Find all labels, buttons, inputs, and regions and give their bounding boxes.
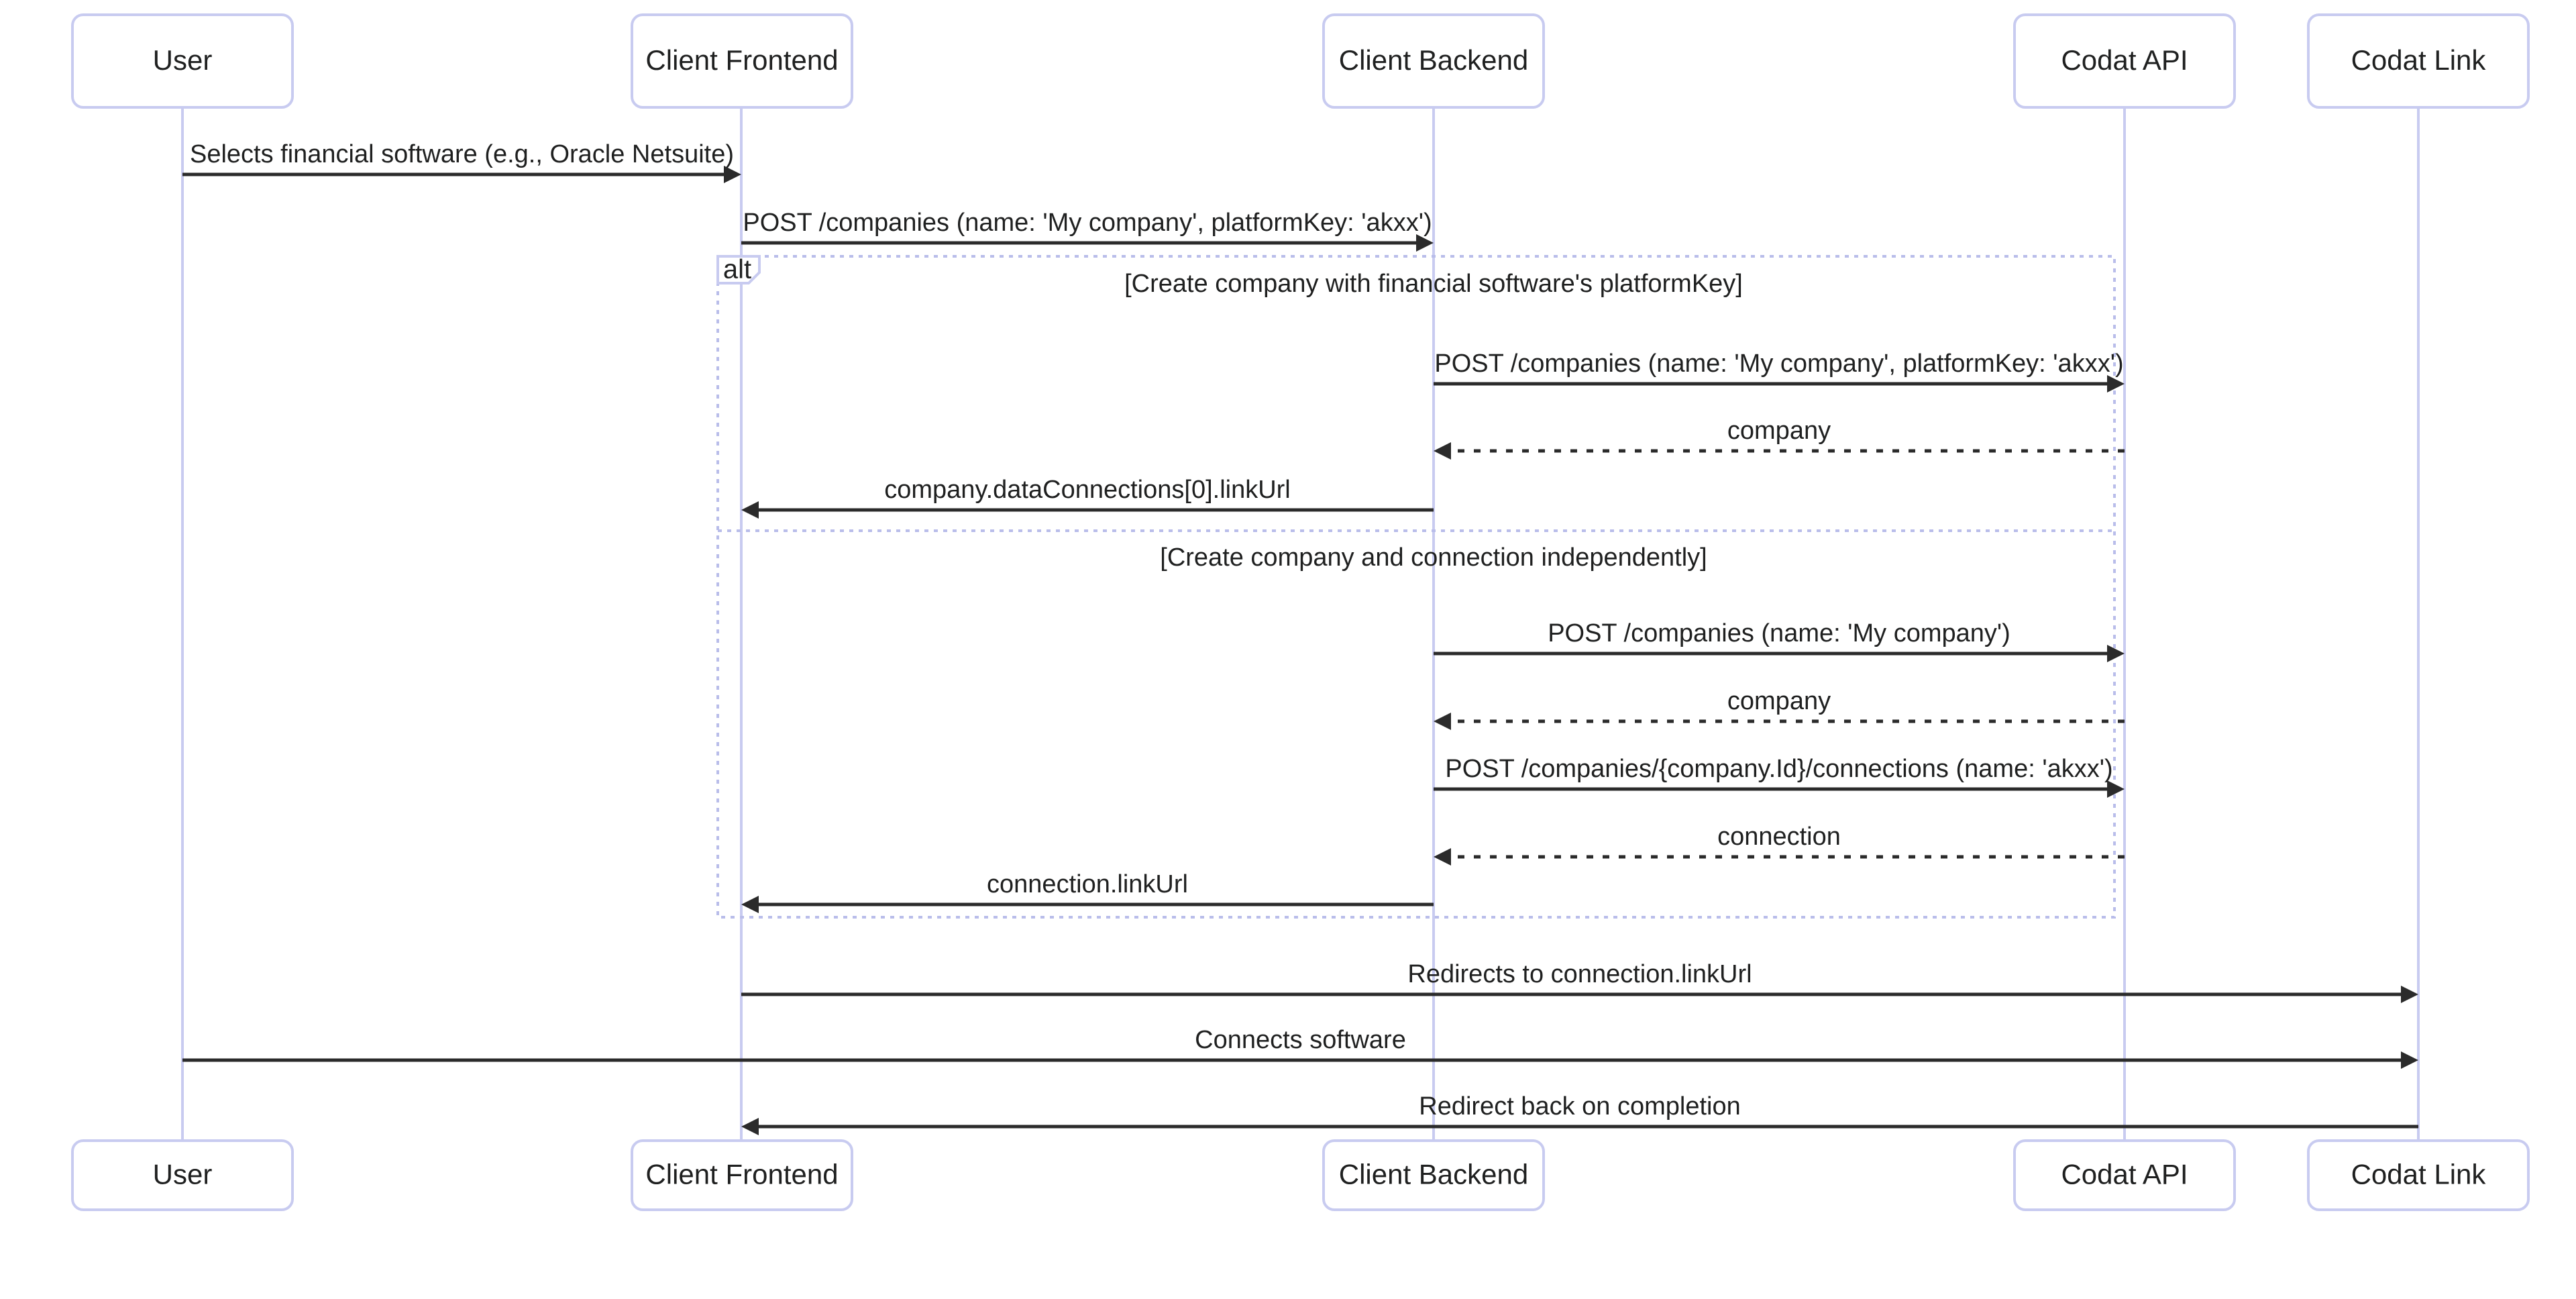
- actor-codat-link-bottom[interactable]: Codat Link: [2307, 1139, 2530, 1211]
- message-arrowhead-m11: [2401, 986, 2418, 1003]
- actor-box-codat-link[interactable]: [2307, 13, 2530, 109]
- messages-layer: Selects financial software (e.g., Oracle…: [182, 140, 2418, 1135]
- actor-box-codat-api[interactable]: [2013, 1139, 2236, 1211]
- message-arrowhead-m10: [741, 896, 759, 913]
- actor-boxes-bottom: User Client Frontend Client Backend Codat A…: [71, 1139, 2530, 1211]
- actor-box-client-frontend[interactable]: [631, 1139, 853, 1211]
- actor-client-backend-bottom[interactable]: Client Backend: [1322, 1139, 1545, 1211]
- actor-boxes-top: User Client Frontend Client Backend Codat A…: [71, 13, 2530, 109]
- lifelines-layer: [181, 107, 2420, 1141]
- actor-label-client-backend: Client Backend: [1339, 1159, 1529, 1190]
- message-label-m6: POST /companies (name: 'My company'): [1548, 619, 2010, 647]
- message-m7: company: [1434, 687, 2125, 730]
- message-m8: POST /companies/{company.Id}/connections…: [1434, 755, 2125, 798]
- message-arrowhead-m2: [1416, 234, 1434, 252]
- actor-client-frontend-bottom[interactable]: Client Frontend: [631, 1139, 853, 1211]
- message-label-m9: connection: [1717, 823, 1841, 851]
- message-m4: company: [1434, 417, 2125, 460]
- message-arrowhead-m8: [2107, 780, 2125, 798]
- actor-user-top[interactable]: User: [71, 13, 294, 109]
- message-label-m3: POST /companies (name: 'My company', pla…: [1434, 350, 2123, 378]
- message-label-m7: company: [1727, 687, 1831, 715]
- message-m10: connection.linkUrl: [741, 870, 1434, 913]
- actor-codat-api-bottom[interactable]: Codat API: [2013, 1139, 2236, 1211]
- message-m6: POST /companies (name: 'My company'): [1434, 619, 2125, 662]
- message-arrowhead-m1: [724, 166, 741, 183]
- actor-box-codat-link[interactable]: [2307, 1139, 2530, 1211]
- actor-box-client-backend[interactable]: [1322, 1139, 1545, 1211]
- message-label-m4: company: [1727, 417, 1831, 445]
- message-m13: Redirect back on completion: [741, 1092, 2418, 1135]
- message-label-m10: connection.linkUrl: [987, 870, 1188, 898]
- actor-label-user: User: [153, 44, 213, 76]
- message-arrowhead-m13: [741, 1118, 759, 1135]
- message-arrowhead-m12: [2401, 1051, 2418, 1069]
- actor-box-codat-api[interactable]: [2013, 13, 2236, 109]
- actor-box-user[interactable]: [71, 1139, 294, 1211]
- message-label-m2: POST /companies (name: 'My company', pla…: [743, 209, 1432, 237]
- actor-client-frontend-top[interactable]: Client Frontend: [631, 13, 853, 109]
- message-m12: Connects software: [182, 1026, 2418, 1069]
- alt-block-frame: [716, 255, 2116, 919]
- actor-box-client-frontend[interactable]: [631, 13, 853, 109]
- actor-label-client-backend: Client Backend: [1339, 44, 1529, 76]
- message-label-m13: Redirect back on completion: [1419, 1092, 1740, 1121]
- actor-label-codat-api: Codat API: [2061, 44, 2188, 76]
- alt-condition-1: [Create company and connection independe…: [1160, 543, 1707, 572]
- message-arrowhead-m7: [1434, 713, 1451, 730]
- message-label-m11: Redirects to connection.linkUrl: [1407, 960, 1752, 988]
- actor-label-client-frontend: Client Frontend: [645, 1159, 838, 1190]
- message-m5: company.dataConnections[0].linkUrl: [741, 476, 1434, 519]
- alt-tab-shape: [716, 255, 761, 284]
- actor-box-client-backend[interactable]: [1322, 13, 1545, 109]
- message-arrowhead-m6: [2107, 645, 2125, 662]
- message-arrowhead-m5: [741, 501, 759, 519]
- actor-label-codat-link: Codat Link: [2351, 1159, 2487, 1190]
- alt-block-layer: alt [Create company with financial softwa…: [716, 255, 2116, 919]
- actor-label-user: User: [153, 1159, 213, 1190]
- message-arrowhead-m4: [1434, 442, 1451, 460]
- actor-label-codat-link: Codat Link: [2351, 44, 2487, 76]
- message-m2: POST /companies (name: 'My company', pla…: [741, 209, 1434, 252]
- message-arrowhead-m3: [2107, 375, 2125, 393]
- actor-label-codat-api: Codat API: [2061, 1159, 2188, 1190]
- message-label-m12: Connects software: [1195, 1026, 1406, 1054]
- actor-codat-api-top[interactable]: Codat API: [2013, 13, 2236, 109]
- actor-user-bottom[interactable]: User: [71, 1139, 294, 1211]
- message-m9: connection: [1434, 823, 2125, 866]
- message-label-m1: Selects financial software (e.g., Oracle…: [190, 140, 734, 168]
- message-label-m5: company.dataConnections[0].linkUrl: [884, 476, 1291, 504]
- message-label-m8: POST /companies/{company.Id}/connections…: [1445, 755, 2112, 783]
- actor-codat-link-top[interactable]: Codat Link: [2307, 13, 2530, 109]
- message-arrowhead-m9: [1434, 848, 1451, 866]
- message-m11: Redirects to connection.linkUrl: [741, 960, 2418, 1003]
- message-m1: Selects financial software (e.g., Oracle…: [182, 140, 741, 183]
- alt-condition-0: [Create company with financial software'…: [1124, 270, 1743, 298]
- message-m3: POST /companies (name: 'My company', pla…: [1434, 350, 2125, 393]
- actor-box-user[interactable]: [71, 13, 294, 109]
- actor-client-backend-top[interactable]: Client Backend: [1322, 13, 1545, 109]
- alt-tab-label: alt: [723, 255, 751, 284]
- actor-label-client-frontend: Client Frontend: [645, 44, 838, 76]
